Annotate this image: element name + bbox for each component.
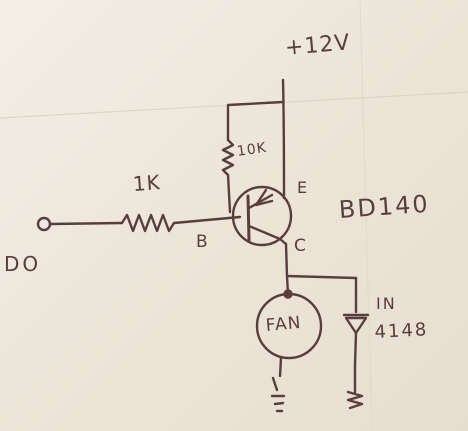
base-resistor-1k <box>120 213 176 233</box>
input-terminal <box>36 216 52 232</box>
label-diode-line1: IN <box>376 294 397 313</box>
collector-wire <box>284 242 358 280</box>
label-input-do: DO <box>4 252 42 276</box>
supply-rail <box>281 78 286 200</box>
fan-ground <box>270 356 286 413</box>
transistor-bd140-symbol <box>231 185 293 247</box>
label-base-pin: B <box>196 232 209 252</box>
label-base-resistor-1k: 1K <box>132 170 162 196</box>
base-wire <box>172 215 242 225</box>
label-diode-line2: 4148 <box>374 319 429 343</box>
input-wire <box>48 221 124 226</box>
pullup-resistor-10k <box>221 138 235 214</box>
label-emitter-pin: E <box>297 178 309 197</box>
label-collector-pin: C <box>294 236 307 256</box>
fan-circle <box>255 274 323 360</box>
pullup-loop-wire <box>226 100 285 142</box>
diode-ground <box>346 363 364 410</box>
label-fan: FAN <box>265 312 303 336</box>
diode-1n4148 <box>342 276 370 367</box>
